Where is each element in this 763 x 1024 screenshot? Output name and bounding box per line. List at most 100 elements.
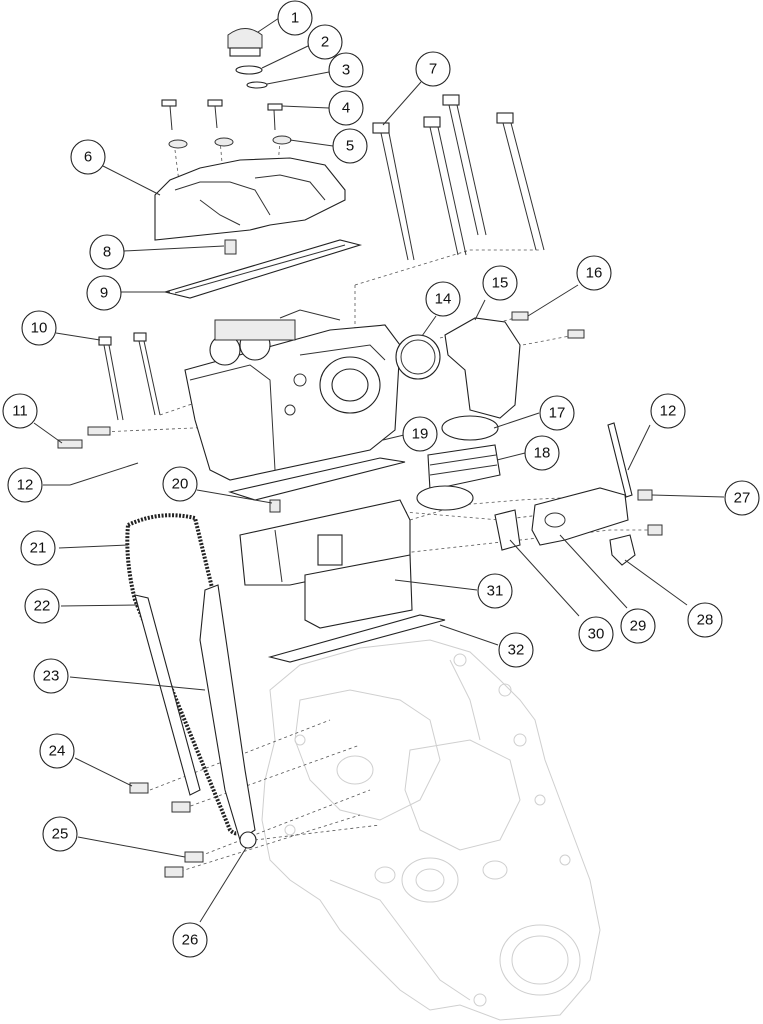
part-bolt-25b (164, 866, 184, 878)
callout-27-label: 27 (734, 490, 751, 507)
callout-28-label: 28 (697, 612, 714, 629)
part-bolt-tensioner (647, 524, 663, 536)
part-cylinder-head (184, 309, 401, 481)
part-shim-right (607, 422, 633, 498)
callout-18: 18 (524, 435, 560, 471)
callout-19: 19 (402, 416, 438, 452)
callout-3-label: 3 (342, 62, 350, 79)
callout-16: 16 (576, 255, 612, 291)
callout-17: 17 (539, 395, 575, 431)
callout-7: 7 (415, 51, 451, 87)
callout-15: 15 (482, 265, 518, 301)
callout-24-label: 24 (49, 743, 66, 760)
part-valve-cover (154, 157, 346, 241)
callout-31-label: 31 (487, 583, 504, 600)
callout-30-label: 30 (588, 626, 605, 643)
callout-12-left: 12 (7, 467, 43, 503)
part-cover-bolts (161, 99, 292, 149)
part-gasket-30 (494, 509, 521, 551)
part-clamp-17 (441, 415, 499, 441)
callout-32-label: 32 (508, 642, 525, 659)
part-head-bolts (372, 94, 545, 261)
gasket-edge (174, 244, 346, 294)
callout-2-label: 2 (321, 34, 329, 51)
callout-22: 22 (24, 588, 60, 624)
tensioner-boss (544, 512, 566, 528)
leader-lines (33, 17, 725, 923)
part-cylinder-block (239, 499, 413, 629)
callout-29-label: 29 (630, 618, 647, 635)
part-clamp-lower (416, 485, 474, 511)
callout-5: 5 (332, 128, 368, 164)
crankcase-ghost (261, 639, 601, 1021)
callout-20: 20 (162, 466, 198, 502)
part-bolt-16b (567, 329, 585, 339)
callout-8-label: 8 (103, 244, 111, 261)
callout-7-label: 7 (429, 61, 437, 78)
part-studs (57, 426, 111, 449)
callout-16-label: 16 (586, 265, 603, 282)
part-boot-18 (427, 444, 501, 491)
callout-22-label: 22 (34, 598, 51, 615)
callout-12-right: 12 (650, 393, 686, 429)
callout-18-label: 18 (534, 445, 551, 462)
callout-30: 30 (578, 616, 614, 652)
callout-23-label: 23 (43, 668, 60, 685)
callout-9: 9 (86, 275, 122, 311)
callout-21-label: 21 (30, 540, 47, 557)
callout-12-left-label: 12 (17, 477, 34, 494)
callout-14-label: 14 (435, 291, 452, 308)
part-o-ring (395, 334, 441, 380)
callout-1-label: 1 (291, 10, 299, 27)
callout-26-label: 26 (182, 932, 199, 949)
callout-5-label: 5 (346, 138, 354, 155)
callout-2: 2 (307, 24, 343, 60)
part-dowel-20 (269, 499, 281, 513)
callout-17-label: 17 (549, 405, 566, 422)
callout-21: 21 (20, 530, 56, 566)
callout-12-right-label: 12 (660, 403, 677, 420)
part-bolt-16a (511, 311, 529, 321)
callout-15-label: 15 (492, 275, 509, 292)
callout-24: 24 (39, 733, 75, 769)
o-ring-inner (400, 339, 436, 375)
part-head-gasket (227, 457, 406, 501)
callout-6-label: 6 (84, 149, 92, 166)
callout-32: 32 (498, 632, 534, 668)
callout-3: 3 (328, 52, 364, 88)
part-bolt-24a (129, 782, 149, 794)
callout-20-label: 20 (172, 476, 189, 493)
part-bracket-28 (609, 534, 636, 566)
callout-4: 4 (328, 90, 364, 126)
part-cap (227, 28, 268, 89)
boot-ribs (429, 454, 498, 476)
callout-11-label: 11 (12, 403, 28, 420)
part-bolt-27 (637, 489, 653, 501)
part-bolt-25a (184, 851, 204, 863)
callout-19-label: 19 (412, 426, 429, 443)
callout-25: 25 (42, 816, 78, 852)
callout-27: 27 (724, 480, 760, 516)
part-shim-left (69, 462, 139, 486)
callout-9-label: 9 (100, 285, 108, 302)
part-pivot-26 (239, 831, 257, 849)
part-dowel (224, 239, 237, 255)
callout-4-label: 4 (342, 100, 350, 117)
callout-8: 8 (89, 234, 125, 270)
part-timing-chain (125, 513, 248, 836)
callout-14: 14 (425, 281, 461, 317)
callout-29: 29 (620, 608, 656, 644)
callout-6: 6 (70, 139, 106, 175)
callout-26: 26 (172, 922, 208, 958)
callout-10: 10 (21, 310, 57, 346)
callout-31: 31 (477, 573, 513, 609)
callout-10-label: 10 (31, 320, 48, 337)
callout-28: 28 (687, 602, 723, 638)
part-side-bolts (98, 332, 161, 421)
callout-11: 11 (2, 393, 38, 429)
callout-1: 1 (277, 0, 313, 36)
callout-23: 23 (33, 658, 69, 694)
part-bolt-24b (171, 801, 191, 813)
part-intake-boot (444, 317, 521, 419)
